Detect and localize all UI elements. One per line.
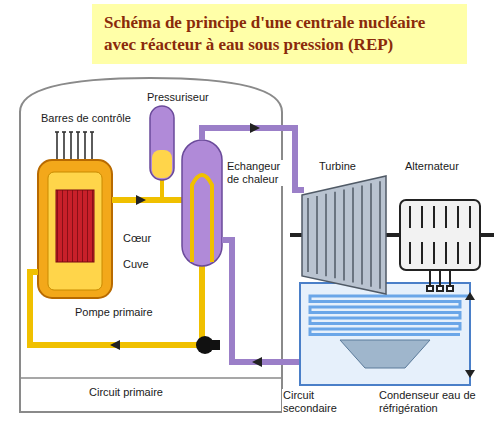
pump-motor (210, 340, 220, 350)
part-label: Cœur (122, 232, 152, 245)
flow-arrow (252, 357, 262, 367)
rod-head (90, 131, 94, 133)
winding (433, 206, 435, 228)
part-label: Circuit secondaire (282, 389, 348, 415)
winding (421, 242, 423, 264)
cold-leg (30, 262, 202, 345)
flow-arrow (136, 195, 146, 205)
winding (445, 242, 447, 264)
vessel-inner (48, 172, 102, 290)
winding (457, 206, 459, 228)
cooling-tube (310, 296, 470, 335)
cooling-tubes (310, 296, 470, 335)
alternator-windings (410, 206, 470, 264)
reactor-core (56, 190, 94, 262)
title-banner: Schéma de principe d'une centrale nucléa… (92, 4, 467, 64)
winding (469, 242, 471, 264)
rod-head (55, 131, 59, 133)
blade-row (334, 192, 336, 279)
blade-row (325, 194, 327, 276)
blade-row (379, 181, 381, 289)
containment-floor (20, 377, 282, 379)
flow-arrow (465, 370, 475, 378)
winding (457, 242, 459, 264)
winding (433, 242, 435, 264)
pressurizer-line (160, 178, 164, 200)
flow-arrow (110, 340, 120, 350)
terminals (427, 270, 453, 291)
blade-row (316, 196, 318, 274)
blade-row (307, 198, 309, 272)
pressurizer (150, 106, 174, 180)
part-label: Cuve (122, 258, 150, 271)
blade-row (370, 183, 372, 286)
rod-head (69, 131, 73, 133)
winding (409, 206, 411, 228)
reactor-vessel (38, 160, 112, 298)
part-label: Echangeur de chaleur (226, 160, 286, 186)
part-label: Condenseur eau de réfrigération (378, 389, 492, 415)
flow-arrow (250, 123, 260, 133)
winding (469, 206, 471, 228)
winding (445, 206, 447, 228)
blade-row (361, 185, 363, 284)
part-label: Alternateur (404, 160, 460, 173)
pressurizer-water (152, 150, 172, 178)
hot-leg (112, 197, 190, 203)
rod-head (76, 131, 80, 133)
steam-line (202, 128, 304, 190)
part-label: Pressuriseur (146, 91, 210, 104)
feedwater-line (222, 240, 300, 362)
blade-row (343, 190, 345, 281)
part-label: Circuit primaire (88, 386, 164, 399)
part-label: Pompe primaire (74, 306, 154, 319)
winding (421, 206, 423, 228)
winding (409, 242, 411, 264)
rod-head (62, 131, 66, 133)
condenser (300, 283, 470, 385)
u-tube (192, 175, 212, 262)
steam-generator (182, 140, 222, 266)
turbine-blades (308, 181, 380, 289)
rod-head (83, 131, 87, 133)
condenser-hotwell (340, 340, 430, 368)
part-label: Barres de contrôle (40, 112, 132, 125)
blade-row (352, 188, 354, 283)
alternator (400, 200, 480, 270)
part-label: Turbine (318, 160, 357, 173)
turbine (302, 176, 386, 294)
flow-arrow (465, 292, 475, 300)
